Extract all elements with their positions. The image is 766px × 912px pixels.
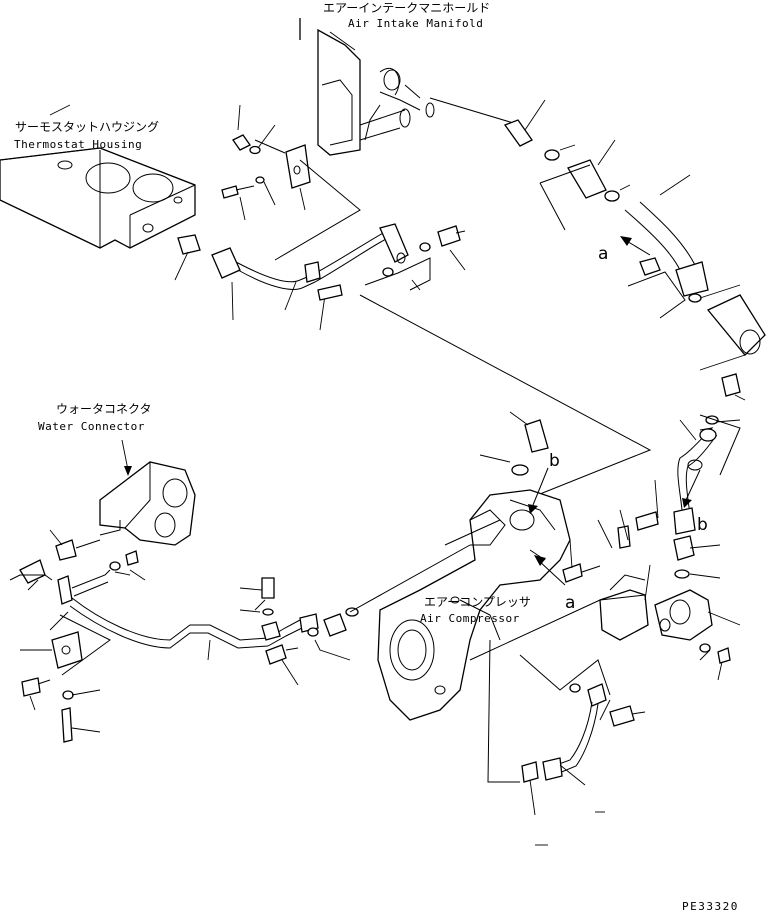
ref-arrow-a-top <box>620 236 651 256</box>
water-connector-label-en: Water Connector <box>38 420 145 433</box>
ref-arrow-b-left <box>528 467 549 514</box>
lower-water-pipe <box>9 529 471 676</box>
water-connector-label-jp: ウォータコネクタ <box>56 402 152 416</box>
ref-b-right: b <box>697 515 708 535</box>
water-connector <box>99 461 196 546</box>
bracket-and-bolts-upper <box>221 104 311 221</box>
lower-right-tube <box>487 639 646 846</box>
ref-a-top: a <box>598 244 608 264</box>
upper-water-pipe <box>174 159 409 331</box>
air-intake-manifold <box>299 18 435 156</box>
ref-b-left: b <box>549 451 560 471</box>
air-compressor-label-en: Air Compressor <box>420 612 520 625</box>
ref-arrow-b-right <box>682 469 701 508</box>
right-pipe-b <box>597 373 746 579</box>
air-compressor-label-jp: エアーコンプレッサ <box>424 595 531 609</box>
clamp-bracket-lower-left <box>20 631 101 743</box>
ref-arrow-a-bottom <box>534 555 566 586</box>
air-line-upper-right <box>429 97 766 371</box>
drawing-code: PE33320 <box>682 900 739 912</box>
air-intake-label-jp: エアーインテークマニホールド <box>323 1 490 15</box>
thermostat-housing <box>0 147 196 249</box>
bolts-near-elbow <box>239 577 299 686</box>
water-connector-leader <box>121 439 129 471</box>
ref-a-bottom: a <box>565 593 575 613</box>
thermostat-label-jp: サーモスタットハウジング <box>15 120 159 134</box>
leader-manifold-to-compressor <box>359 294 652 501</box>
thermostat-label-en: Thermostat Housing <box>14 138 142 151</box>
governor-assembly <box>469 539 741 681</box>
air-compressor <box>377 411 571 721</box>
air-intake-label-en: Air Intake Manifold <box>348 17 483 30</box>
bolt-washer-group-upper <box>364 225 466 291</box>
